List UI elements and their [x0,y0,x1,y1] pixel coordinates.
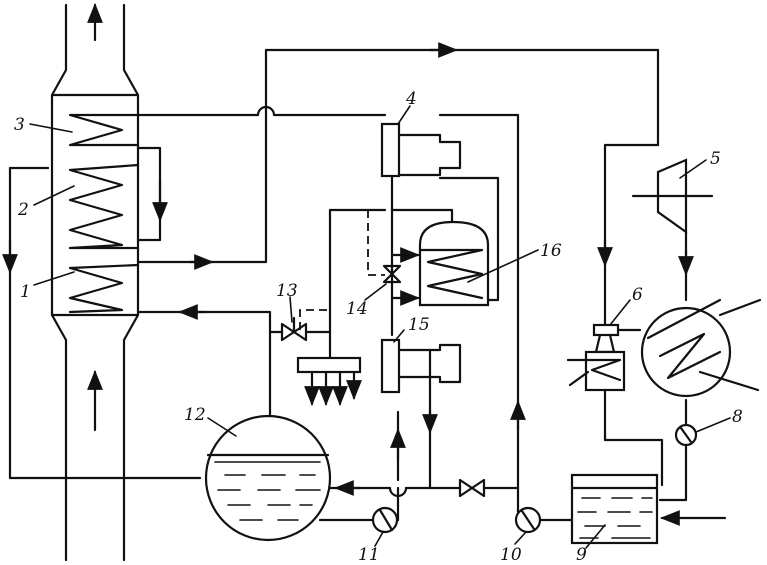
valve-line [458,478,486,498]
condenser [640,298,762,398]
separator-4 [380,122,462,178]
pump-8 [674,423,698,447]
valve-14 [382,264,402,284]
label-3: 3 [14,115,25,135]
label-8: 8 [732,407,743,427]
label-15: 15 [408,315,430,335]
coil-2-evaporator [68,163,140,250]
piping [2,42,727,534]
coil-3-superheater [68,113,140,147]
pump-11 [371,506,399,534]
label-16: 16 [540,241,562,261]
pump-10 [514,506,542,534]
label-5: 5 [710,149,721,169]
drain-manifold [296,330,362,406]
label-1: 1 [20,282,31,302]
valve-13 [280,316,308,342]
label-12: 12 [184,405,206,425]
label-14: 14 [346,299,368,319]
separator-15 [380,338,462,394]
heater-vessel-16 [418,220,490,307]
label-11: 11 [358,545,380,565]
coil-1-economizer [68,263,140,314]
heat-recovery-column [50,3,140,562]
label-9: 9 [576,545,587,565]
label-10: 10 [500,545,522,565]
label-4: 4 [405,89,417,109]
label-13: 13 [276,281,298,301]
label-6: 6 [632,285,643,305]
label-2: 2 [17,200,29,220]
turbine-5 [631,158,714,235]
labels: 3 2 1 4 5 6 8 9 10 11 12 13 14 15 16 [14,89,743,565]
deaerator-drum-12 [204,414,332,542]
desuperheater-6 [566,323,642,392]
storage-tank-9 [570,473,659,545]
